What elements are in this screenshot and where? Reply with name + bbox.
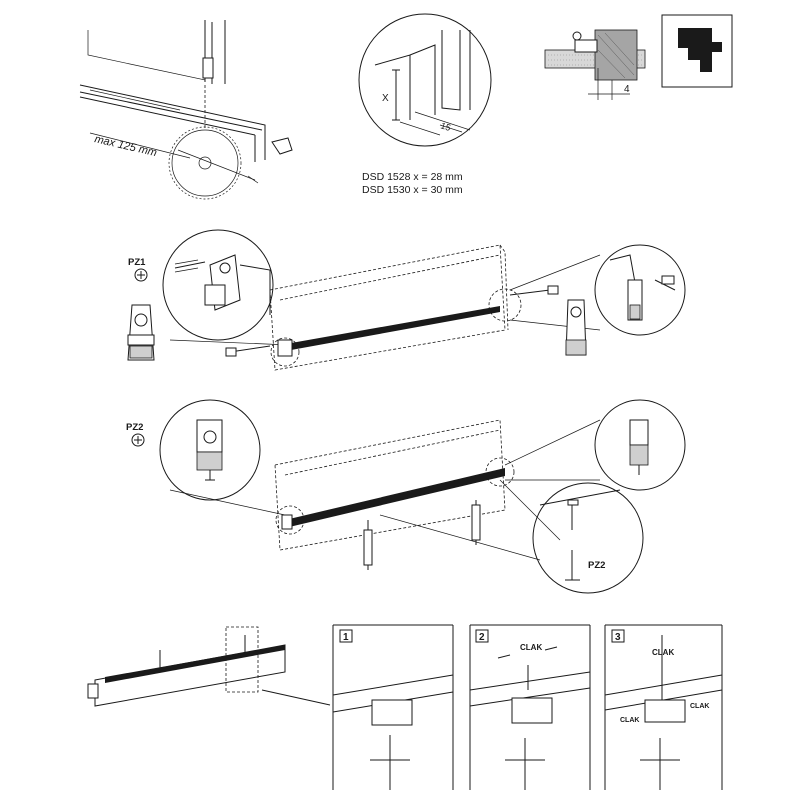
profile-box <box>661 14 733 88</box>
step-3-sound-top: CLAK <box>652 648 674 657</box>
step-2-panel: 2 CLAK <box>469 624 591 790</box>
floor-section-detail: 4 <box>544 29 646 100</box>
dim-15-label: 15 <box>439 120 452 133</box>
spec-line-2: DSD 1530 x = 30 mm <box>362 184 463 196</box>
bracket-left <box>127 304 155 361</box>
step-3-sound-left: CLAK <box>620 717 639 724</box>
step-1-number: 1 <box>343 632 349 643</box>
door-panel-1 <box>269 244 509 371</box>
cutting-illustration: max 125 mm <box>79 20 293 200</box>
screw-detail-circle: PZ2 <box>532 482 644 594</box>
screw-left <box>225 345 271 357</box>
pz1-label: PZ1 <box>128 257 146 268</box>
dim-x-label: X <box>382 93 389 104</box>
pz2-detail-label: PZ2 <box>588 560 605 571</box>
door-panel-2 <box>274 419 506 551</box>
dim-4-label: 4 <box>624 84 630 95</box>
measurement-detail-circle: X 15 <box>358 13 492 147</box>
bracket-right <box>565 299 587 356</box>
anchor-left <box>363 520 373 570</box>
pz2-detail-circle <box>159 399 261 501</box>
pz1-screwdriver: PZ1 <box>128 257 148 282</box>
saw-max-label: max 125 mm <box>93 133 158 159</box>
step-3-number: 3 <box>615 632 621 643</box>
step-2-number: 2 <box>479 632 485 643</box>
pz2-screwdriver: PZ2 <box>126 422 145 447</box>
rail-assembly <box>87 626 331 707</box>
step-3-sound-right: CLAK <box>690 703 709 710</box>
anchor-right <box>471 500 481 545</box>
pz1-detail-circle-right <box>594 244 686 336</box>
pz2-detail-circle-right <box>594 399 686 491</box>
saw-blade <box>171 129 239 197</box>
pz1-detail-circle <box>162 229 274 341</box>
step-3-panel: 3 CLAK CLAK CLAK <box>604 624 723 790</box>
pz2-label: PZ2 <box>126 422 143 433</box>
spec-line-1: DSD 1528 x = 28 mm <box>362 171 463 183</box>
step-1-panel: 1 <box>332 624 454 790</box>
step-2-sound: CLAK <box>520 643 542 652</box>
